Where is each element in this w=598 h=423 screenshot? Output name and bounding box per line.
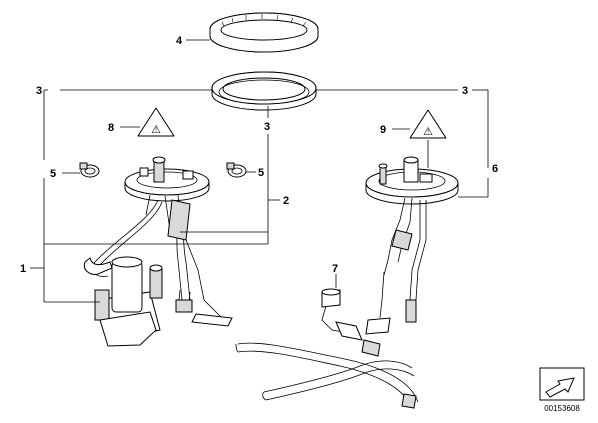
callout-6: 6 [492, 163, 498, 175]
level-sensor-assembly-part-6 [365, 156, 459, 335]
callout-9: 9 [380, 124, 386, 136]
callout-2: 2 [283, 195, 289, 207]
sealing-ring-part-4 [209, 12, 319, 53]
warning-triangle-icon: ⚠ [423, 125, 433, 138]
reference-box: 00153608 [539, 367, 585, 413]
clamp-part-5-right [226, 162, 247, 178]
callout-5-right: 5 [258, 167, 264, 179]
callout-1: 1 [20, 263, 26, 275]
warning-label-part-8: ⚠ [137, 107, 175, 137]
callout-3-center: 3 [264, 121, 270, 133]
warning-triangle-icon: ⚠ [151, 123, 161, 136]
callout-7: 7 [332, 263, 338, 275]
arrow-icon [545, 377, 575, 398]
callout-labels: 4 3 3 3 8 9 5 5 6 2 1 7 [20, 35, 498, 275]
callout-4: 4 [176, 35, 183, 47]
leader-lines [30, 39, 489, 303]
callout-3-right: 3 [462, 85, 468, 97]
fuel-pump-assembly-part-1 [83, 156, 233, 347]
callout-3-left: 3 [36, 85, 42, 97]
fuel-line-part-7 [235, 288, 419, 409]
reference-number: 00153608 [544, 404, 580, 413]
callout-8: 8 [108, 122, 114, 134]
gasket-part-3 [211, 71, 317, 111]
clamp-part-5-left [79, 162, 100, 178]
callout-5-left: 5 [50, 168, 56, 180]
warning-label-part-9: ⚠ [409, 109, 447, 139]
